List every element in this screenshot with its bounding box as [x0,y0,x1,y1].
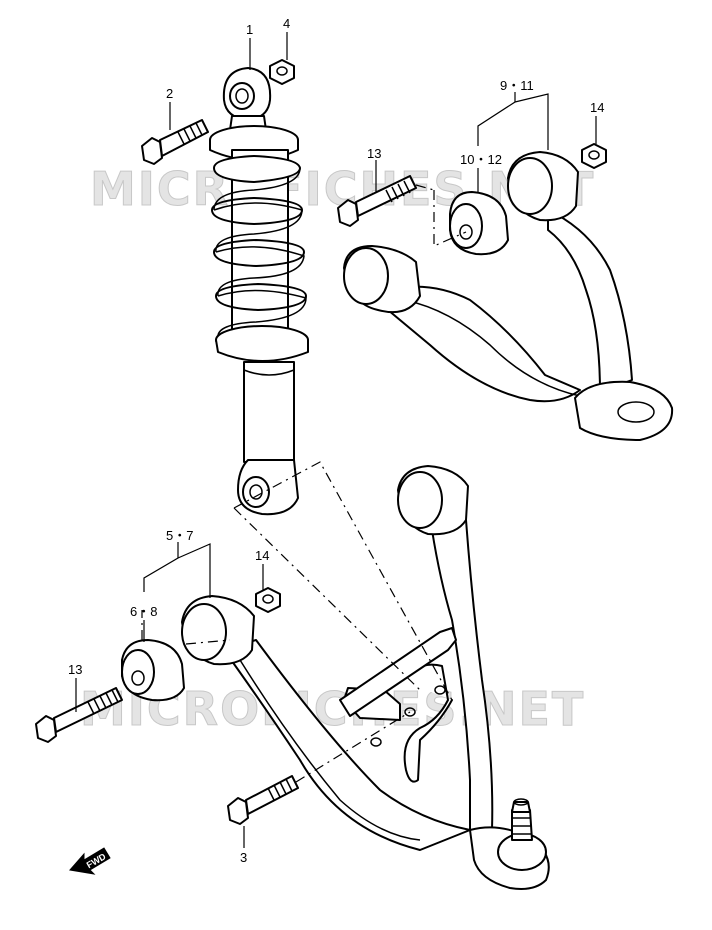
callout-14-lower: 14 [255,548,269,563]
bolt-13-lower [35,687,123,743]
callout-9-11: 9・11 [500,78,534,93]
callout-1: 1 [246,22,253,37]
callout-3: 3 [240,850,247,865]
bolt-13-upper [337,175,417,227]
fwd-arrow-icon: FWD [69,847,111,875]
nut-4 [269,59,295,85]
bolt-2 [141,119,209,165]
bushing-10-12 [449,191,509,256]
callout-10-12: 10・12 [460,152,502,167]
callout-2: 2 [166,86,173,101]
callout-13-upper: 13 [367,146,381,161]
callout-14-upper: 14 [590,100,604,115]
callout-5-7: 5・7 [166,528,193,543]
callout-6-8: 6・8 [130,604,157,619]
upper-control-arm [343,151,674,441]
nut-14-upper [581,143,607,169]
callout-13-lower: 13 [68,662,82,677]
bolt-3 [227,775,299,825]
lower-control-arm [181,465,550,890]
bushing-6-8 [121,639,185,702]
leader-lines [75,32,597,848]
callout-4: 4 [283,16,290,31]
shock-absorber [209,67,309,516]
nut-14-lower [255,587,281,613]
